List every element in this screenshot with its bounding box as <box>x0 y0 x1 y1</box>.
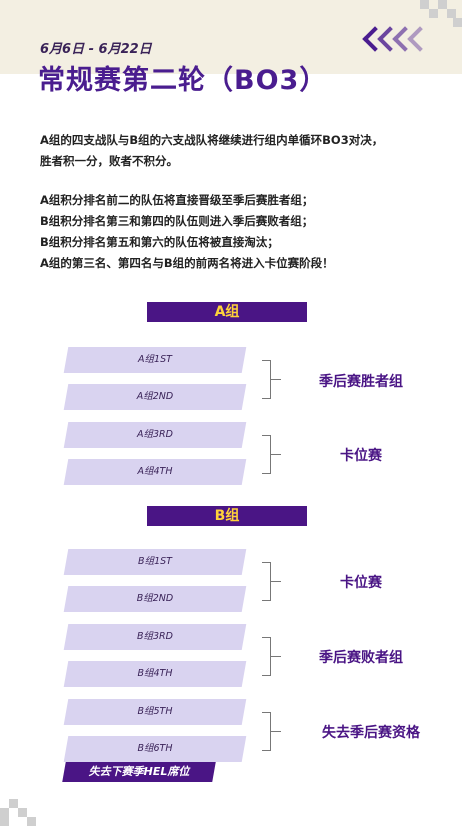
bracket <box>262 360 271 399</box>
rule-line: B组积分排名第三和第四的队伍则进入季后赛败者组； <box>40 214 314 228</box>
header-band <box>0 0 462 74</box>
bracket <box>262 637 271 676</box>
pixel-decoration <box>0 817 9 826</box>
group-b-result-1: 卡位赛 <box>340 575 382 591</box>
group-b-slot-5: B组5TH <box>137 706 173 717</box>
group-b-header: B组 <box>147 506 307 526</box>
group-b-slot-4: B组4TH <box>137 668 173 679</box>
bracket-tick <box>271 454 281 456</box>
bracket <box>262 435 271 474</box>
group-a-slot-2: A组2ND <box>136 391 174 402</box>
pixel-decoration <box>420 0 429 9</box>
pixel-decoration <box>18 808 27 817</box>
group-a-slot-1: A组1ST <box>138 354 172 365</box>
pixel-decoration <box>429 9 438 18</box>
pixel-decoration <box>453 18 462 27</box>
rule-line: A组积分排名前二的队伍将直接晋级至季后赛胜者组； <box>40 193 314 207</box>
pixel-decoration <box>447 9 456 18</box>
group-b-slot-1: B组1ST <box>138 556 172 567</box>
footer-badge: 失去下赛季HEL席位 <box>88 765 190 778</box>
bracket-tick <box>271 731 281 733</box>
group-a-result-2: 卡位赛 <box>340 448 382 464</box>
group-a-result-1: 季后赛胜者组 <box>319 374 403 390</box>
bracket <box>262 712 271 751</box>
group-a-header: A组 <box>147 302 307 322</box>
bracket-tick <box>271 581 281 583</box>
group-b-slot-6: B组6TH <box>137 743 173 754</box>
page-title: 常规赛第二轮（BO3） <box>38 65 328 96</box>
group-a-slot-3: A组3RD <box>137 429 173 440</box>
intro-line: A组的四支战队与B组的六支战队将继续进行组内单循环BO3对决， <box>40 133 384 147</box>
pixel-decoration <box>27 817 36 826</box>
group-a-slot-4: A组4TH <box>137 466 173 477</box>
pixel-decoration <box>0 808 9 817</box>
bracket-tick <box>271 656 281 658</box>
bracket <box>262 562 271 601</box>
date-range: 6月6日 - 6月22日 <box>40 42 152 57</box>
group-b-result-3: 失去季后赛资格 <box>322 725 420 741</box>
pixel-decoration <box>9 799 18 808</box>
intro-text: A组的四支战队与B组的六支战队将继续进行组内单循环BO3对决， 胜者积一分，败者… <box>40 130 440 172</box>
group-b-slot-3: B组3RD <box>137 631 173 642</box>
group-b-slot-2: B组2ND <box>136 593 174 604</box>
rule-line: B组积分排名第五和第六的队伍将被直接淘汰； <box>40 235 279 249</box>
pixel-decoration <box>438 0 447 9</box>
bracket-tick <box>271 379 281 381</box>
chevrons-icon <box>362 26 433 52</box>
rules-text: A组积分排名前二的队伍将直接晋级至季后赛胜者组； B组积分排名第三和第四的队伍则… <box>40 190 440 274</box>
group-b-result-2: 季后赛败者组 <box>319 650 403 666</box>
intro-line: 胜者积一分，败者不积分。 <box>40 154 178 168</box>
rule-line: A组的第三名、第四名与B组的前两名将进入卡位赛阶段！ <box>40 256 334 270</box>
